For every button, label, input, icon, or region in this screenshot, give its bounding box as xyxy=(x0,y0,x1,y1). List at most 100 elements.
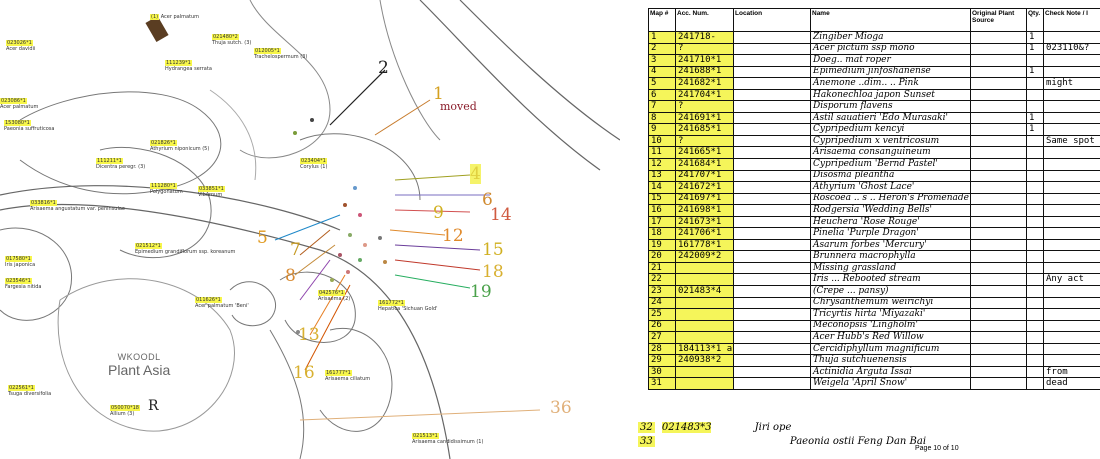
location-cell xyxy=(733,285,811,298)
check-note-cell xyxy=(1043,111,1100,125)
location-cell xyxy=(733,42,811,56)
acc-num-cell: ? xyxy=(675,42,734,56)
acc-num-cell: 241688*1 xyxy=(675,65,734,79)
name-cell: Missing grassland xyxy=(810,261,971,275)
qty-cell: 1 xyxy=(1026,123,1044,136)
source-cell xyxy=(970,308,1027,321)
check-note-cell: might xyxy=(1043,77,1100,90)
extra-row: 33 Paeonia ostii Feng Dan Bai xyxy=(638,436,927,447)
check-note-cell xyxy=(1043,227,1100,240)
name-cell: Hakonechloa japon Sunset xyxy=(810,88,971,102)
name-cell: Epimedium jinfoshanense xyxy=(810,65,971,79)
acc-num-cell: 240938*2 xyxy=(675,354,734,367)
name-cell: Asarum forbes 'Mercury' xyxy=(810,238,971,252)
check-note-cell xyxy=(1043,54,1100,67)
check-note-cell xyxy=(1043,88,1100,102)
map-number-cell: 21 xyxy=(648,261,676,275)
map-number-cell: 2 xyxy=(648,42,676,56)
location-cell xyxy=(733,77,811,90)
source-cell xyxy=(970,146,1027,159)
source-cell xyxy=(970,42,1027,56)
check-note-cell xyxy=(1043,192,1100,206)
map-number: 18 xyxy=(482,262,504,282)
map-number-cell: 19 xyxy=(648,238,676,252)
location-cell xyxy=(733,319,811,333)
name-cell: Disosma pleantha xyxy=(810,169,971,183)
qty-cell xyxy=(1026,377,1044,390)
table-header-row: Map # Acc. Num. Location Name Original P… xyxy=(648,8,1100,32)
qty-cell xyxy=(1026,365,1044,379)
name-cell: Acer pictum ssp mono xyxy=(810,42,971,56)
location-cell xyxy=(733,181,811,194)
map-number-cell: 27 xyxy=(648,331,676,344)
source-cell xyxy=(970,331,1027,344)
check-note-cell xyxy=(1043,123,1100,136)
check-note-cell: 023110&? xyxy=(1043,42,1100,56)
check-note-cell: Same spot xyxy=(1043,134,1100,148)
name-cell: Weigela 'April Snow' xyxy=(810,377,971,390)
name-cell: Chrysanthemum weirichyi xyxy=(810,296,971,310)
table-row: 24 Chrysanthemum weirichyi xyxy=(648,296,1100,310)
check-note-cell xyxy=(1043,146,1100,159)
acc-num-cell: 241706*1 xyxy=(675,227,734,240)
location-cell xyxy=(733,273,811,287)
name-cell: Doeg.. mat roper xyxy=(810,54,971,67)
map-number: 36 xyxy=(550,398,572,418)
location-cell xyxy=(733,134,811,148)
check-note-cell xyxy=(1043,331,1100,344)
map-number-cell: 13 xyxy=(648,169,676,183)
name-cell: Arisaema consanguineum xyxy=(810,146,971,159)
map-number-cell: 7 xyxy=(648,100,676,113)
map-number-cell: 26 xyxy=(648,319,676,333)
name-cell: Zingiber Mioga xyxy=(810,31,971,44)
location-cell xyxy=(733,169,811,183)
acc-num-cell xyxy=(675,261,734,275)
source-cell xyxy=(970,31,1027,44)
location-cell xyxy=(733,227,811,240)
location-cell xyxy=(733,215,811,229)
qty-cell xyxy=(1026,319,1044,333)
name-cell: Iris ... Rebooted stream xyxy=(810,273,971,287)
acc-num-cell xyxy=(675,377,734,390)
map-number-cell: 1 xyxy=(648,31,676,44)
garden-label-top: WKOODL xyxy=(117,352,161,362)
map-number-cell: 16 xyxy=(648,204,676,217)
check-note-cell xyxy=(1043,354,1100,367)
map-number-cell: 18 xyxy=(648,227,676,240)
qty-cell xyxy=(1026,169,1044,183)
map-number: 16 xyxy=(293,363,315,383)
map-number-cell: 8 xyxy=(648,111,676,125)
name-cell: (Crepe ... pansy) xyxy=(810,285,971,298)
acc-num-cell: 241682*1 xyxy=(675,77,734,90)
map-number-cell: 29 xyxy=(648,354,676,367)
qty-cell xyxy=(1026,354,1044,367)
name-cell: Heuchera 'Rose Rouge' xyxy=(810,215,971,229)
source-cell xyxy=(970,192,1027,206)
check-note-cell xyxy=(1043,238,1100,252)
acc-num-cell: 021483*4 xyxy=(675,285,734,298)
map-number-cell: 12 xyxy=(648,158,676,171)
name-cell: Brunnera macrophylla xyxy=(810,250,971,263)
acc-num-cell: 241673*1 xyxy=(675,215,734,229)
map-number-cell: 24 xyxy=(648,296,676,310)
acc-num-cell: 241665*1 xyxy=(675,146,734,159)
